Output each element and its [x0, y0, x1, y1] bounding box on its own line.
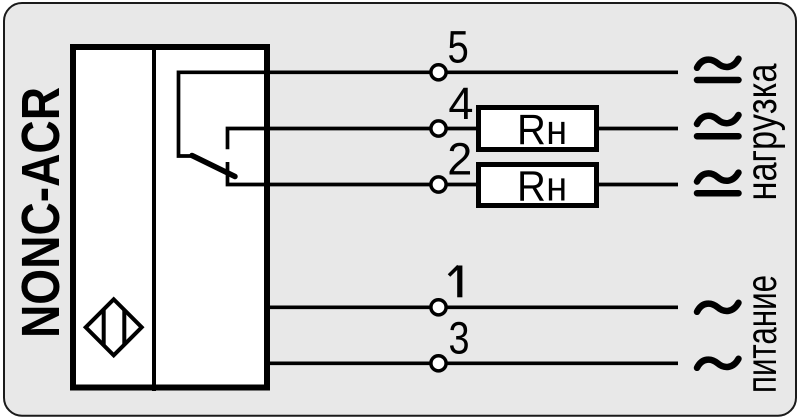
svg-text:3: 3: [449, 312, 470, 363]
svg-text:н: н: [546, 108, 567, 154]
svg-text:NONC-ACR: NONC-ACR: [11, 87, 71, 338]
svg-text:нагрузка: нагрузка: [738, 63, 786, 200]
svg-text:питание: питание: [738, 275, 786, 393]
svg-text:R: R: [517, 106, 546, 153]
svg-text:R: R: [517, 162, 546, 209]
svg-text:2: 2: [447, 134, 472, 185]
svg-text:4: 4: [448, 78, 473, 129]
svg-text:н: н: [546, 164, 567, 210]
svg-text:5: 5: [448, 22, 469, 73]
